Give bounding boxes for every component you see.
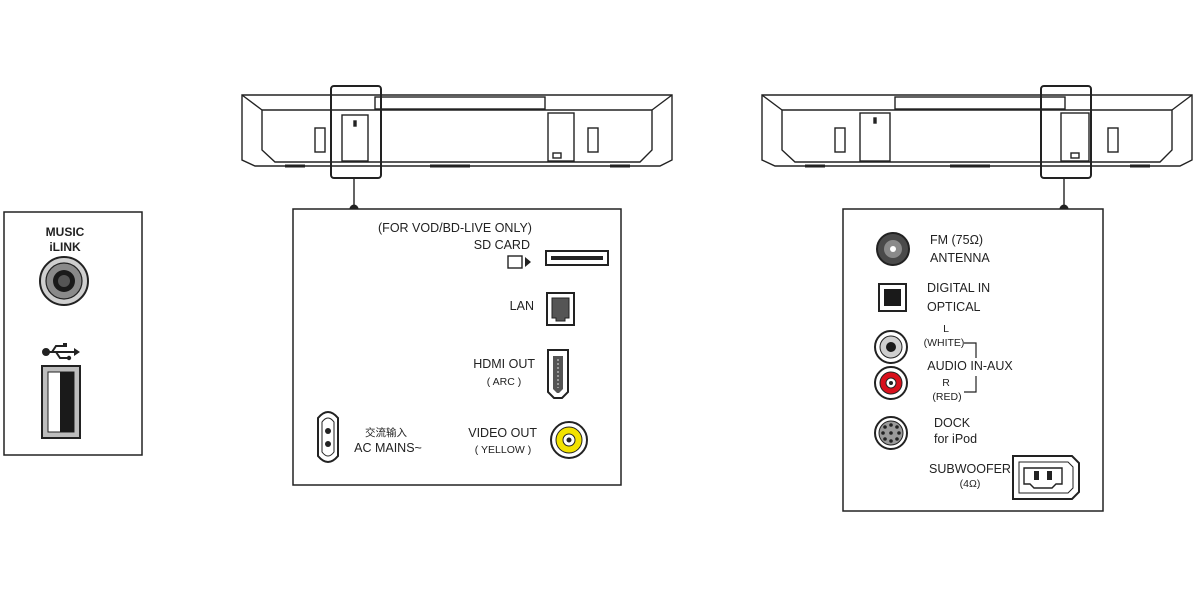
for-ipod-label: for iPod <box>934 432 977 446</box>
optical-port[interactable] <box>878 283 907 312</box>
aux-red-jack[interactable] <box>874 366 908 400</box>
optical-label: OPTICAL <box>927 300 981 314</box>
vod-note: (FOR VOD/BD-LIVE ONLY) <box>378 221 532 235</box>
aux-l-label: L <box>943 323 949 335</box>
zoom-callout-right <box>1040 85 1092 179</box>
sd-card-icon <box>507 255 531 269</box>
zoom-callout-left <box>330 85 382 179</box>
digital-in-label: DIGITAL IN <box>927 281 990 295</box>
dock-ipod-port[interactable] <box>874 416 908 450</box>
video-out-label: VIDEO OUT <box>468 426 537 440</box>
aux-r-label: R <box>942 377 950 389</box>
aux-white-label: (WHITE) <box>924 337 965 349</box>
ac-mains-label: AC MAINS~ <box>354 441 422 455</box>
music-ilink-jack[interactable] <box>39 256 89 306</box>
side-panel-music-usb: MUSIC iLINK <box>3 211 143 456</box>
video-yellow-label: ( YELLOW ) <box>475 444 531 456</box>
subwoofer-connector[interactable] <box>1012 455 1080 500</box>
aux-white-jack[interactable] <box>874 330 908 364</box>
hdmi-port[interactable] <box>547 349 569 399</box>
ac-mains-socket[interactable] <box>317 411 339 463</box>
subwoofer-label: SUBWOOFER <box>929 462 1011 476</box>
audio-in-aux-label: AUDIO IN-AUX <box>927 359 1013 373</box>
ac-mains-cn-label: 交流输入 <box>365 426 407 439</box>
ilink-label: iLINK <box>49 240 81 254</box>
device-body-left <box>241 94 673 168</box>
dock-label: DOCK <box>934 416 971 430</box>
music-label: MUSIC <box>46 225 85 239</box>
video-out-jack[interactable] <box>550 421 588 459</box>
sd-card-label: SD CARD <box>474 238 530 252</box>
aux-red-label: (RED) <box>932 391 961 403</box>
rear-panel-middle: (FOR VOD/BD-LIVE ONLY) SD CARD LAN HDMI … <box>292 208 622 486</box>
fm-antenna-jack[interactable] <box>876 232 910 266</box>
rear-panel-right: FM (75Ω) ANTENNA DIGITAL IN OPTICAL L (W… <box>842 208 1104 512</box>
antenna-label: ANTENNA <box>930 251 990 265</box>
hdmi-out-label: HDMI OUT <box>473 357 535 371</box>
lan-port[interactable] <box>546 292 575 326</box>
usb-port[interactable] <box>41 365 81 439</box>
hdmi-arc-label: ( ARC ) <box>487 376 521 388</box>
subwoofer-ohm-label: (4Ω) <box>960 478 981 490</box>
lan-label: LAN <box>510 299 534 313</box>
fm-label: FM (75Ω) <box>930 233 983 247</box>
device-body-right <box>761 94 1193 168</box>
usb-icon <box>42 343 80 361</box>
sd-card-slot[interactable] <box>545 250 609 266</box>
